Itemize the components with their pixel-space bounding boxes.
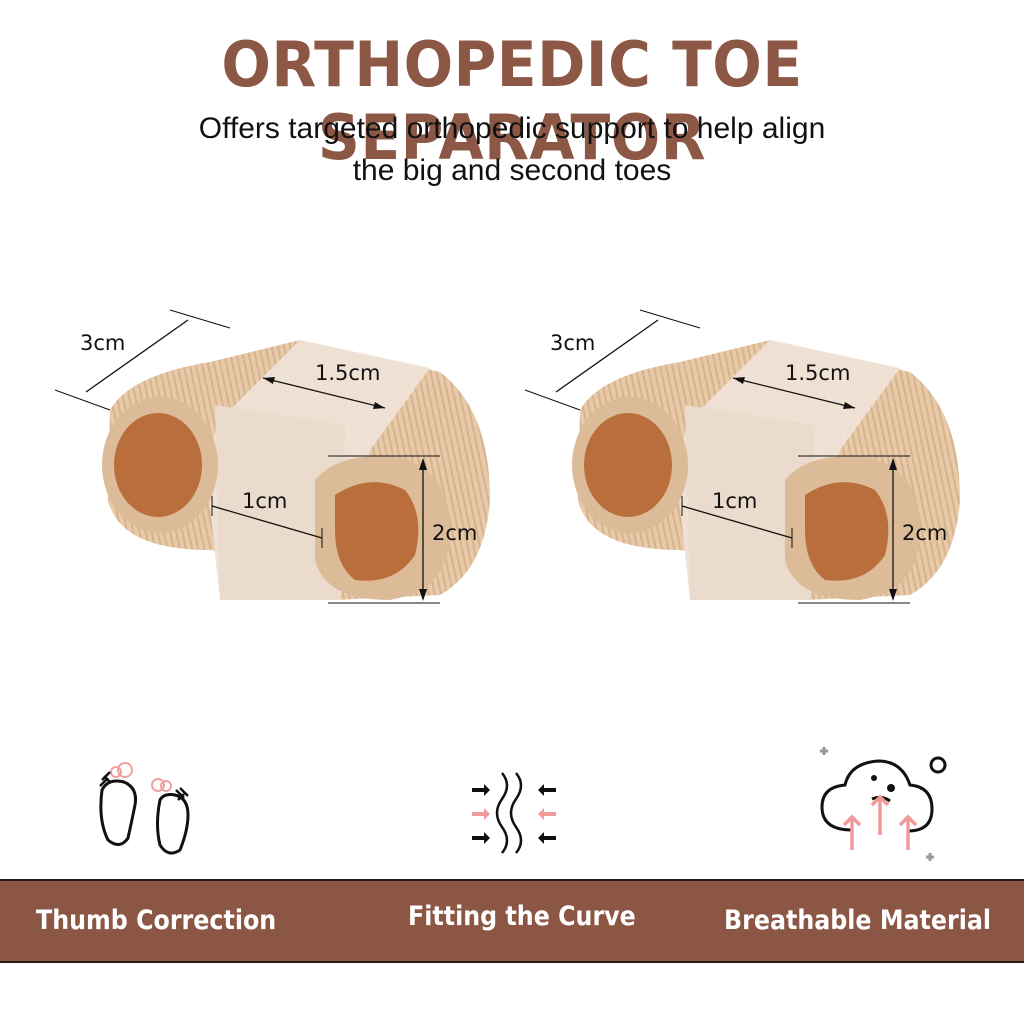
dimension-height-label: 2cm	[432, 521, 477, 545]
feature-band: Thumb Correction Fitting the Curve Breat…	[0, 879, 1024, 963]
dimension-gap-width-label: 1cm	[712, 489, 757, 513]
dimension-top-width-label: 1.5cm	[785, 361, 850, 385]
dimension-height-label: 2cm	[902, 521, 947, 545]
feature-label-thumb-correction: Thumb Correction	[36, 905, 277, 936]
dimension-top-width-label: 1.5cm	[315, 361, 380, 385]
product-image-left: 3cm 1.5cm 1cm 2cm	[40, 300, 520, 620]
wave-compression-icon	[460, 765, 570, 860]
page-subtitle: Offers targeted orthopedic support to he…	[0, 108, 1024, 192]
feature-label-fitting-curve: Fitting the Curve	[408, 901, 636, 932]
breathable-cloud-icon	[800, 735, 960, 875]
dimension-gap-width-label: 1cm	[242, 489, 287, 513]
toe-separator-illustration: 3cm 1.5cm 1cm 2cm	[524, 309, 960, 604]
feature-label-breathable-material: Breathable Material	[724, 905, 992, 936]
page-title: ORTHOPEDIC TOE SEPARATOR	[221, 28, 803, 174]
subtitle-line-2: the big and second toes	[352, 154, 672, 187]
subtitle-line-1: Offers targeted orthopedic support to he…	[198, 112, 826, 145]
dimension-length-label: 3cm	[550, 331, 595, 355]
toe-separator-illustration: 3cm 1.5cm 1cm 2cm	[54, 309, 490, 604]
dimension-length-label: 3cm	[80, 331, 125, 355]
product-image-right: 3cm 1.5cm 1cm 2cm	[510, 300, 990, 620]
feet-icon	[80, 750, 230, 860]
